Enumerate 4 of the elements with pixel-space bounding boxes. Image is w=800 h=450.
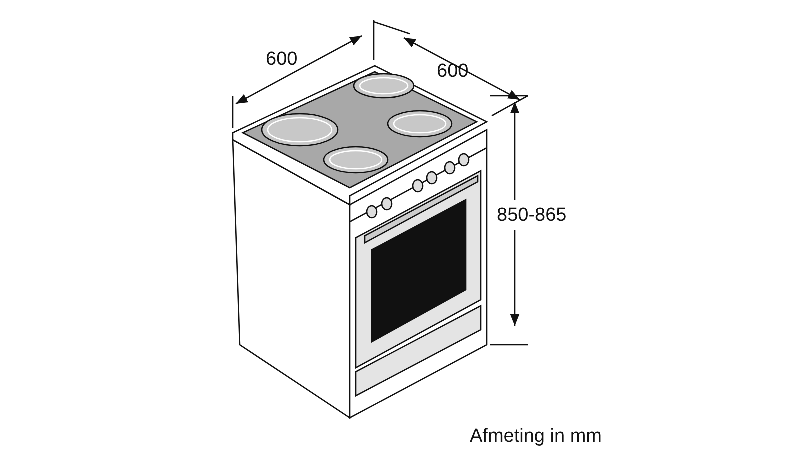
dimension-label: 600 <box>437 62 469 81</box>
dimension-label: 600 <box>266 50 298 69</box>
dimension-label: 850-865 <box>497 206 567 225</box>
note: Afmeting in mm <box>470 427 602 446</box>
